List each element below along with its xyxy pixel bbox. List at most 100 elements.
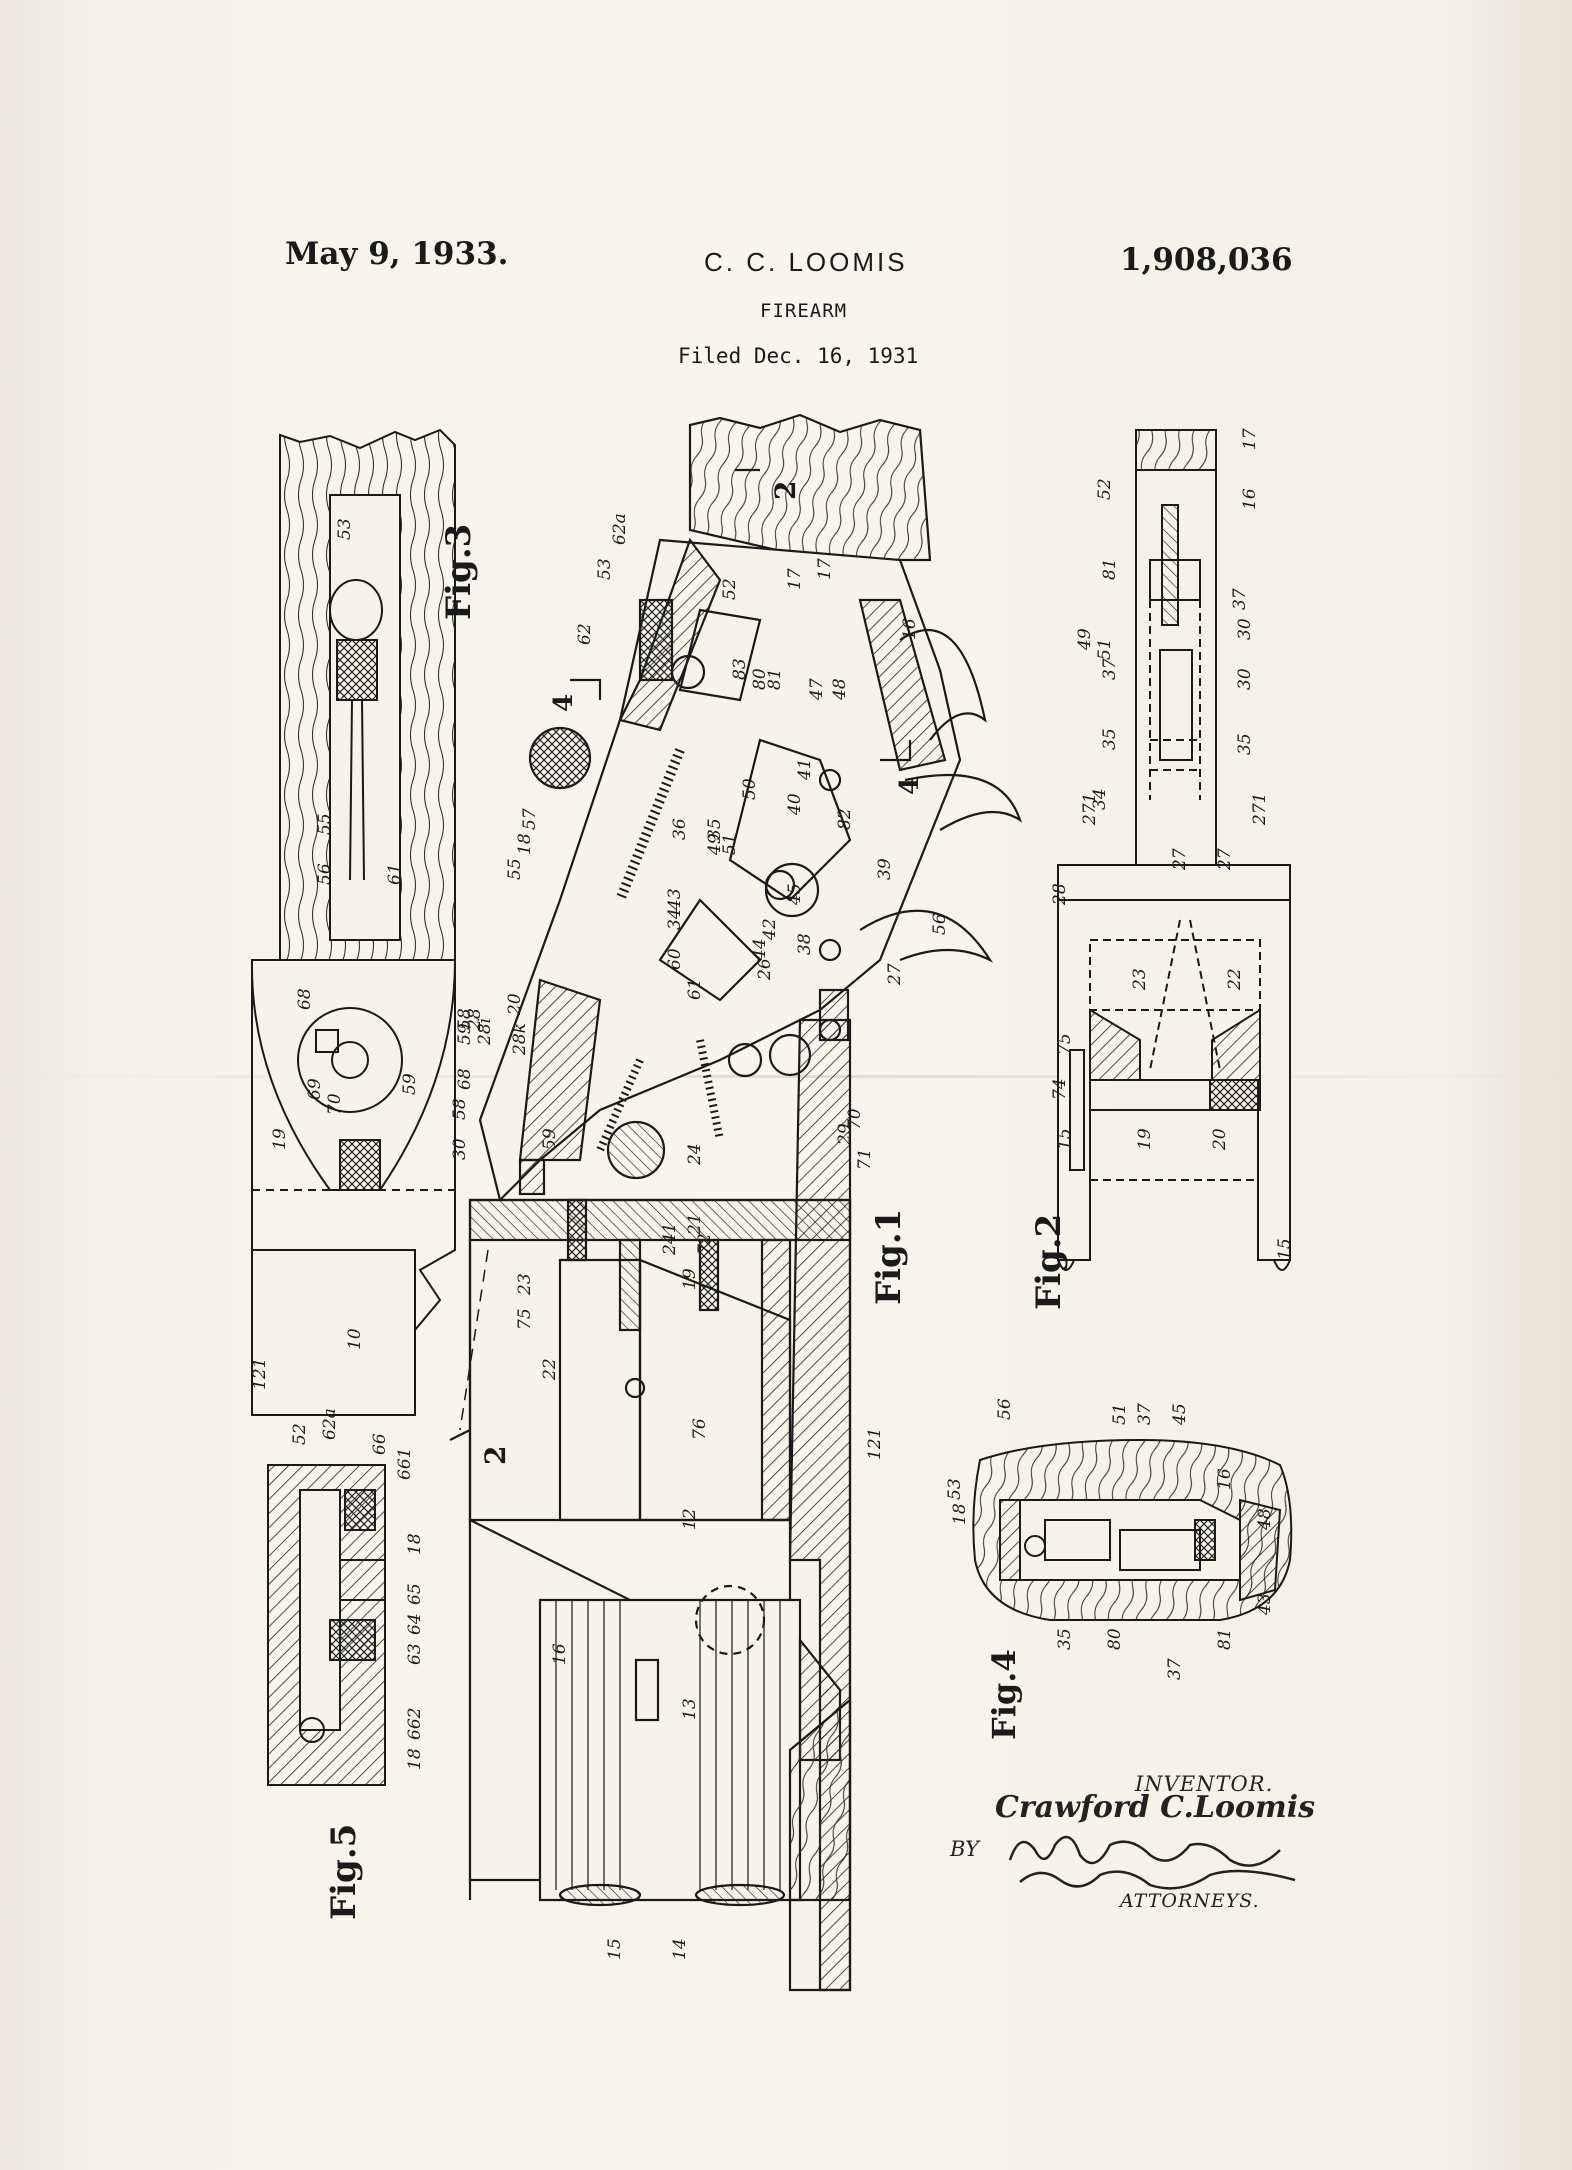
section-mark-left: 4 xyxy=(549,694,579,712)
fig5-ref-63: 63 xyxy=(405,1643,425,1665)
fig2-title: Fig.2 xyxy=(1029,1214,1069,1310)
fig1-ref-47: 47 xyxy=(807,678,827,701)
fig1-ref-22: 22 xyxy=(540,1358,560,1381)
svg-text:4: 4 xyxy=(895,777,925,795)
fig4-ref-35: 35 xyxy=(1055,1628,1075,1650)
fig1-ref-43: 43 xyxy=(665,888,685,911)
fig1-ref-121: 121 xyxy=(865,1428,885,1460)
fig1-ref-27: 27 xyxy=(885,963,905,986)
fig1-ref-50: 50 xyxy=(740,778,760,800)
fig2-ref-27: 27 xyxy=(1170,848,1190,871)
fig2-ref-49: 49 xyxy=(1075,628,1095,651)
fig1-ref-20: 20 xyxy=(505,993,525,1016)
fig1-ref-17: 17 xyxy=(815,558,835,580)
fig4-ref-16: 16 xyxy=(1215,1468,1235,1490)
fig2-ref-52: 52 xyxy=(1095,478,1115,500)
fig3-ref-61: 61 xyxy=(385,863,405,885)
fig1-ref-80: 80 xyxy=(750,668,770,690)
fig1-ref-62: 62 xyxy=(575,623,595,645)
fig2-ref-22: 22 xyxy=(1225,968,1245,991)
fig1-ref-81: 81 xyxy=(765,668,785,690)
fig2-ref-15: 15 xyxy=(1275,1238,1295,1260)
fig5-ref-18: 18 xyxy=(405,1533,425,1555)
fig2-ref-75: 75 xyxy=(1055,1033,1075,1055)
fig5-ref-64: 64 xyxy=(405,1613,425,1635)
fig1-ref-58: 58 xyxy=(450,1098,470,1120)
fig3-ref-55: 55 xyxy=(315,813,335,835)
fig1-ref-56: 56 xyxy=(930,913,950,935)
fig3-ref-121: 121 xyxy=(250,1358,270,1390)
fig3-ref-56: 56 xyxy=(315,863,335,885)
fig1-ref-60: 60 xyxy=(665,948,685,970)
fig3-ref-59: 59 xyxy=(400,1073,420,1095)
fig2-ref-35: 35 xyxy=(1235,733,1255,755)
svg-text:Fig.2: Fig.2 xyxy=(1029,1214,1069,1310)
fig2-ref-19: 19 xyxy=(1135,1128,1155,1150)
section-mark-right: 4 xyxy=(895,777,925,795)
inventor-caption: INVENTOR. xyxy=(1135,1772,1274,1796)
figure-2 xyxy=(1057,429,1291,1271)
svg-text:4: 4 xyxy=(549,694,579,712)
fig1-ref-61: 61 xyxy=(685,978,705,1000)
fig1-ref-241: 241 xyxy=(660,1223,680,1256)
svg-text:Fig.1: Fig.1 xyxy=(869,1209,909,1305)
fig5-ref-52: 52 xyxy=(290,1423,310,1445)
fig1-ref-12: 12 xyxy=(680,1508,700,1530)
fig1-ref-48: 48 xyxy=(830,678,850,701)
fig4-title: Fig.4 xyxy=(985,1649,1023,1740)
fig2-ref-37: 37 xyxy=(1100,658,1120,680)
fig1-ref-40: 40 xyxy=(785,793,805,816)
fig3-ref-53: 53 xyxy=(335,518,355,540)
fig5-ref-66: 66 xyxy=(370,1433,390,1455)
fig3-ref-59: 59 xyxy=(455,1023,475,1045)
fig1-ref-55: 55 xyxy=(505,858,525,880)
fig1-ref-57: 57 xyxy=(520,808,540,830)
fig1-ref-16: 16 xyxy=(550,1643,570,1665)
fig1-ref-51: 51 xyxy=(720,833,740,855)
attorney-signature xyxy=(1008,1835,1296,1890)
fig3-title: Fig.3 xyxy=(439,524,479,620)
section-mark-top: 2 xyxy=(769,481,802,500)
fig4-ref-18: 18 xyxy=(950,1503,970,1525)
fig1-ref-75: 75 xyxy=(515,1308,535,1330)
fig2-ref-15: 15 xyxy=(1055,1128,1075,1150)
fig1-ref-16: 16 xyxy=(900,618,920,640)
by-label: BY xyxy=(950,1837,979,1861)
fig2-ref-30: 30 xyxy=(1235,668,1255,690)
fig1-ref-59: 59 xyxy=(540,1128,560,1150)
fig4-ref-48: 48 xyxy=(1255,1508,1275,1531)
svg-text:Fig.5: Fig.5 xyxy=(324,1824,364,1920)
fig5-ref-662: 662 xyxy=(405,1708,425,1740)
fig2-ref-271: 271 xyxy=(1080,793,1100,826)
svg-text:2: 2 xyxy=(479,1446,512,1465)
patent-number: 1,908,036 xyxy=(1120,242,1293,278)
fig1-ref-30: 30 xyxy=(450,1138,470,1160)
fig1-ref-76: 76 xyxy=(690,1418,710,1440)
fig1-ref-38: 38 xyxy=(795,933,815,955)
fig1-ref-23: 23 xyxy=(515,1273,535,1296)
fig1-ref-24: 24 xyxy=(685,1143,705,1166)
fig1-ref-26: 26 xyxy=(755,958,775,981)
fig4-ref-81: 81 xyxy=(1215,1628,1235,1650)
fig1-ref-13: 13 xyxy=(680,1698,700,1720)
fig2-ref-28: 28 xyxy=(1050,883,1070,906)
fig1-ref-35: 35 xyxy=(705,818,725,840)
fig1-ref-82: 82 xyxy=(835,808,855,830)
attorneys-caption: ATTORNEYS. xyxy=(1120,1890,1260,1912)
fig1-ref-83: 83 xyxy=(730,658,750,680)
fig2-ref-51: 51 xyxy=(1095,638,1115,660)
fig1-title: Fig.1 xyxy=(869,1209,909,1305)
fig1-ref-52: 52 xyxy=(720,578,740,600)
fig3-ref-10: 10 xyxy=(345,1328,365,1350)
section-mark-bottom: 2 xyxy=(479,1446,512,1465)
fig2-ref-16: 16 xyxy=(1240,488,1260,510)
fig2-ref-81: 81 xyxy=(1100,558,1120,580)
fig5-title: Fig.5 xyxy=(324,1824,364,1920)
fig1-ref-21: 21 xyxy=(685,1213,705,1236)
filing-date: Filed Dec. 16, 1931 xyxy=(678,344,919,368)
fig1-ref-39: 39 xyxy=(875,858,895,880)
fig1-ref-68: 68 xyxy=(455,1068,475,1090)
fig4-ref-80: 80 xyxy=(1105,1628,1125,1650)
fig2-ref-20: 20 xyxy=(1210,1128,1230,1151)
